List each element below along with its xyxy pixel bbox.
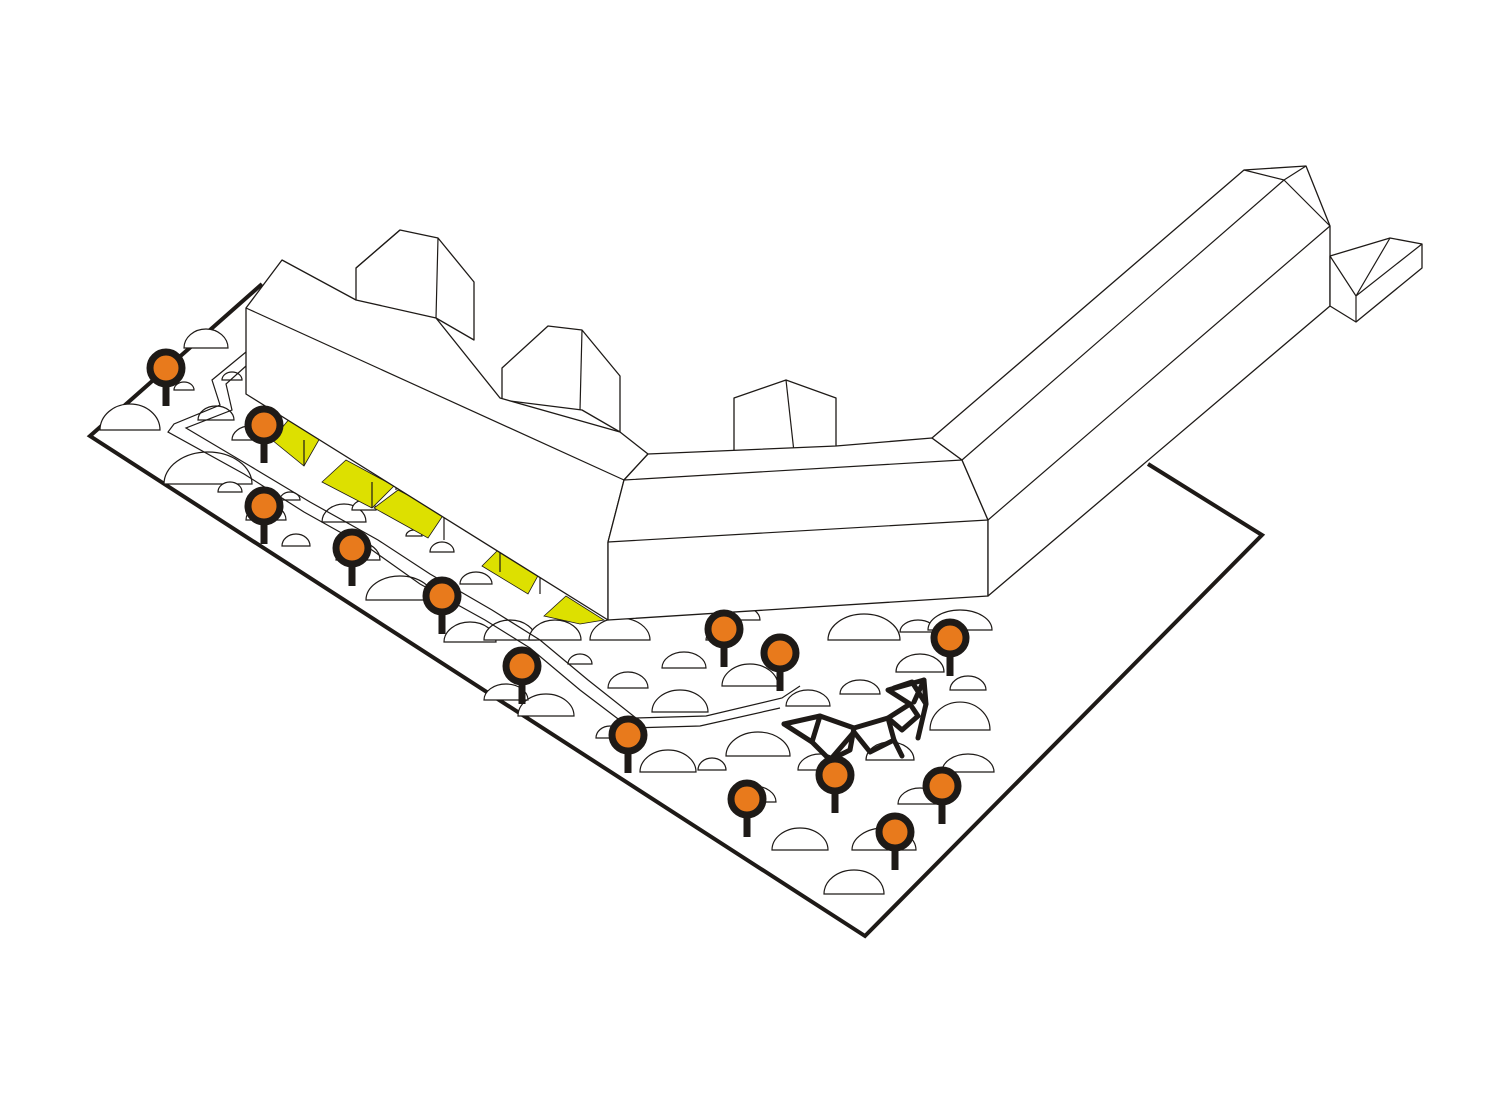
building-dormer (501, 325, 621, 433)
tree (704, 609, 744, 667)
sculpture (781, 677, 929, 763)
tree-trunk (438, 606, 446, 634)
tree-group (146, 348, 970, 870)
shrub (607, 671, 649, 689)
shrub (697, 757, 727, 771)
tree-trunk (720, 639, 728, 667)
tree-trunk (260, 516, 268, 544)
shrub (163, 451, 253, 485)
tree-trunk (891, 842, 899, 870)
tree (146, 348, 186, 406)
shrub (281, 533, 311, 547)
building (245, 165, 1423, 621)
shrub (99, 403, 161, 431)
tree-trunk (743, 809, 751, 837)
shrub (839, 679, 881, 695)
tree-crown (815, 755, 855, 795)
shrub (459, 571, 493, 585)
tree-crown (244, 405, 284, 445)
tree-crown (704, 609, 744, 649)
shrub (929, 701, 991, 731)
tree-trunk (776, 663, 784, 691)
shrub (197, 405, 235, 421)
tree (727, 779, 767, 837)
tree (930, 618, 970, 676)
shrub (567, 653, 593, 665)
tree-trunk (260, 435, 268, 463)
shrub (785, 689, 831, 707)
site-boundary (86, 282, 1266, 939)
tree-trunk (831, 785, 839, 813)
tree-crown (727, 779, 767, 819)
tree-trunk (946, 648, 954, 676)
shrub (771, 827, 829, 851)
garden-plot (543, 595, 606, 625)
tree-trunk (624, 745, 632, 773)
shrub (517, 693, 575, 717)
tree-crown (502, 646, 542, 686)
building-corner-block (607, 437, 989, 621)
tree-crown (146, 348, 186, 388)
shrub (941, 753, 995, 773)
shrub (217, 481, 243, 493)
shrub (639, 749, 697, 773)
building-wing-left (245, 259, 649, 621)
shrub (528, 619, 582, 641)
tree (760, 633, 800, 691)
footpath (167, 351, 801, 729)
shrub (725, 731, 791, 757)
shrub (651, 689, 709, 713)
tree (815, 755, 855, 813)
tree-crown (760, 633, 800, 673)
shrub (823, 869, 885, 895)
shrub (949, 675, 987, 691)
tree-crown (930, 618, 970, 658)
tree-trunk (162, 378, 170, 406)
shrub (483, 619, 537, 641)
shrub (661, 651, 707, 669)
tree-trunk (938, 796, 946, 824)
shrub (589, 617, 651, 641)
shrub (429, 541, 455, 553)
tree-trunk (518, 676, 526, 704)
tree (422, 576, 462, 634)
tree-crown (922, 766, 962, 806)
tree-crown (244, 486, 284, 526)
shrub (483, 683, 529, 701)
shrub (827, 613, 901, 641)
tree (244, 486, 284, 544)
tree (608, 715, 648, 773)
tree (875, 812, 915, 870)
tree (922, 766, 962, 824)
building-wing-right (931, 165, 1331, 597)
tree-crown (608, 715, 648, 755)
tree (332, 528, 372, 586)
tree-trunk (348, 558, 356, 586)
tree (502, 646, 542, 704)
tree-crown (332, 528, 372, 568)
shrub (183, 328, 229, 349)
tree-crown (875, 812, 915, 852)
shrub (895, 653, 945, 673)
shrub (173, 381, 195, 391)
tree (244, 405, 284, 463)
tree-crown (422, 576, 462, 616)
